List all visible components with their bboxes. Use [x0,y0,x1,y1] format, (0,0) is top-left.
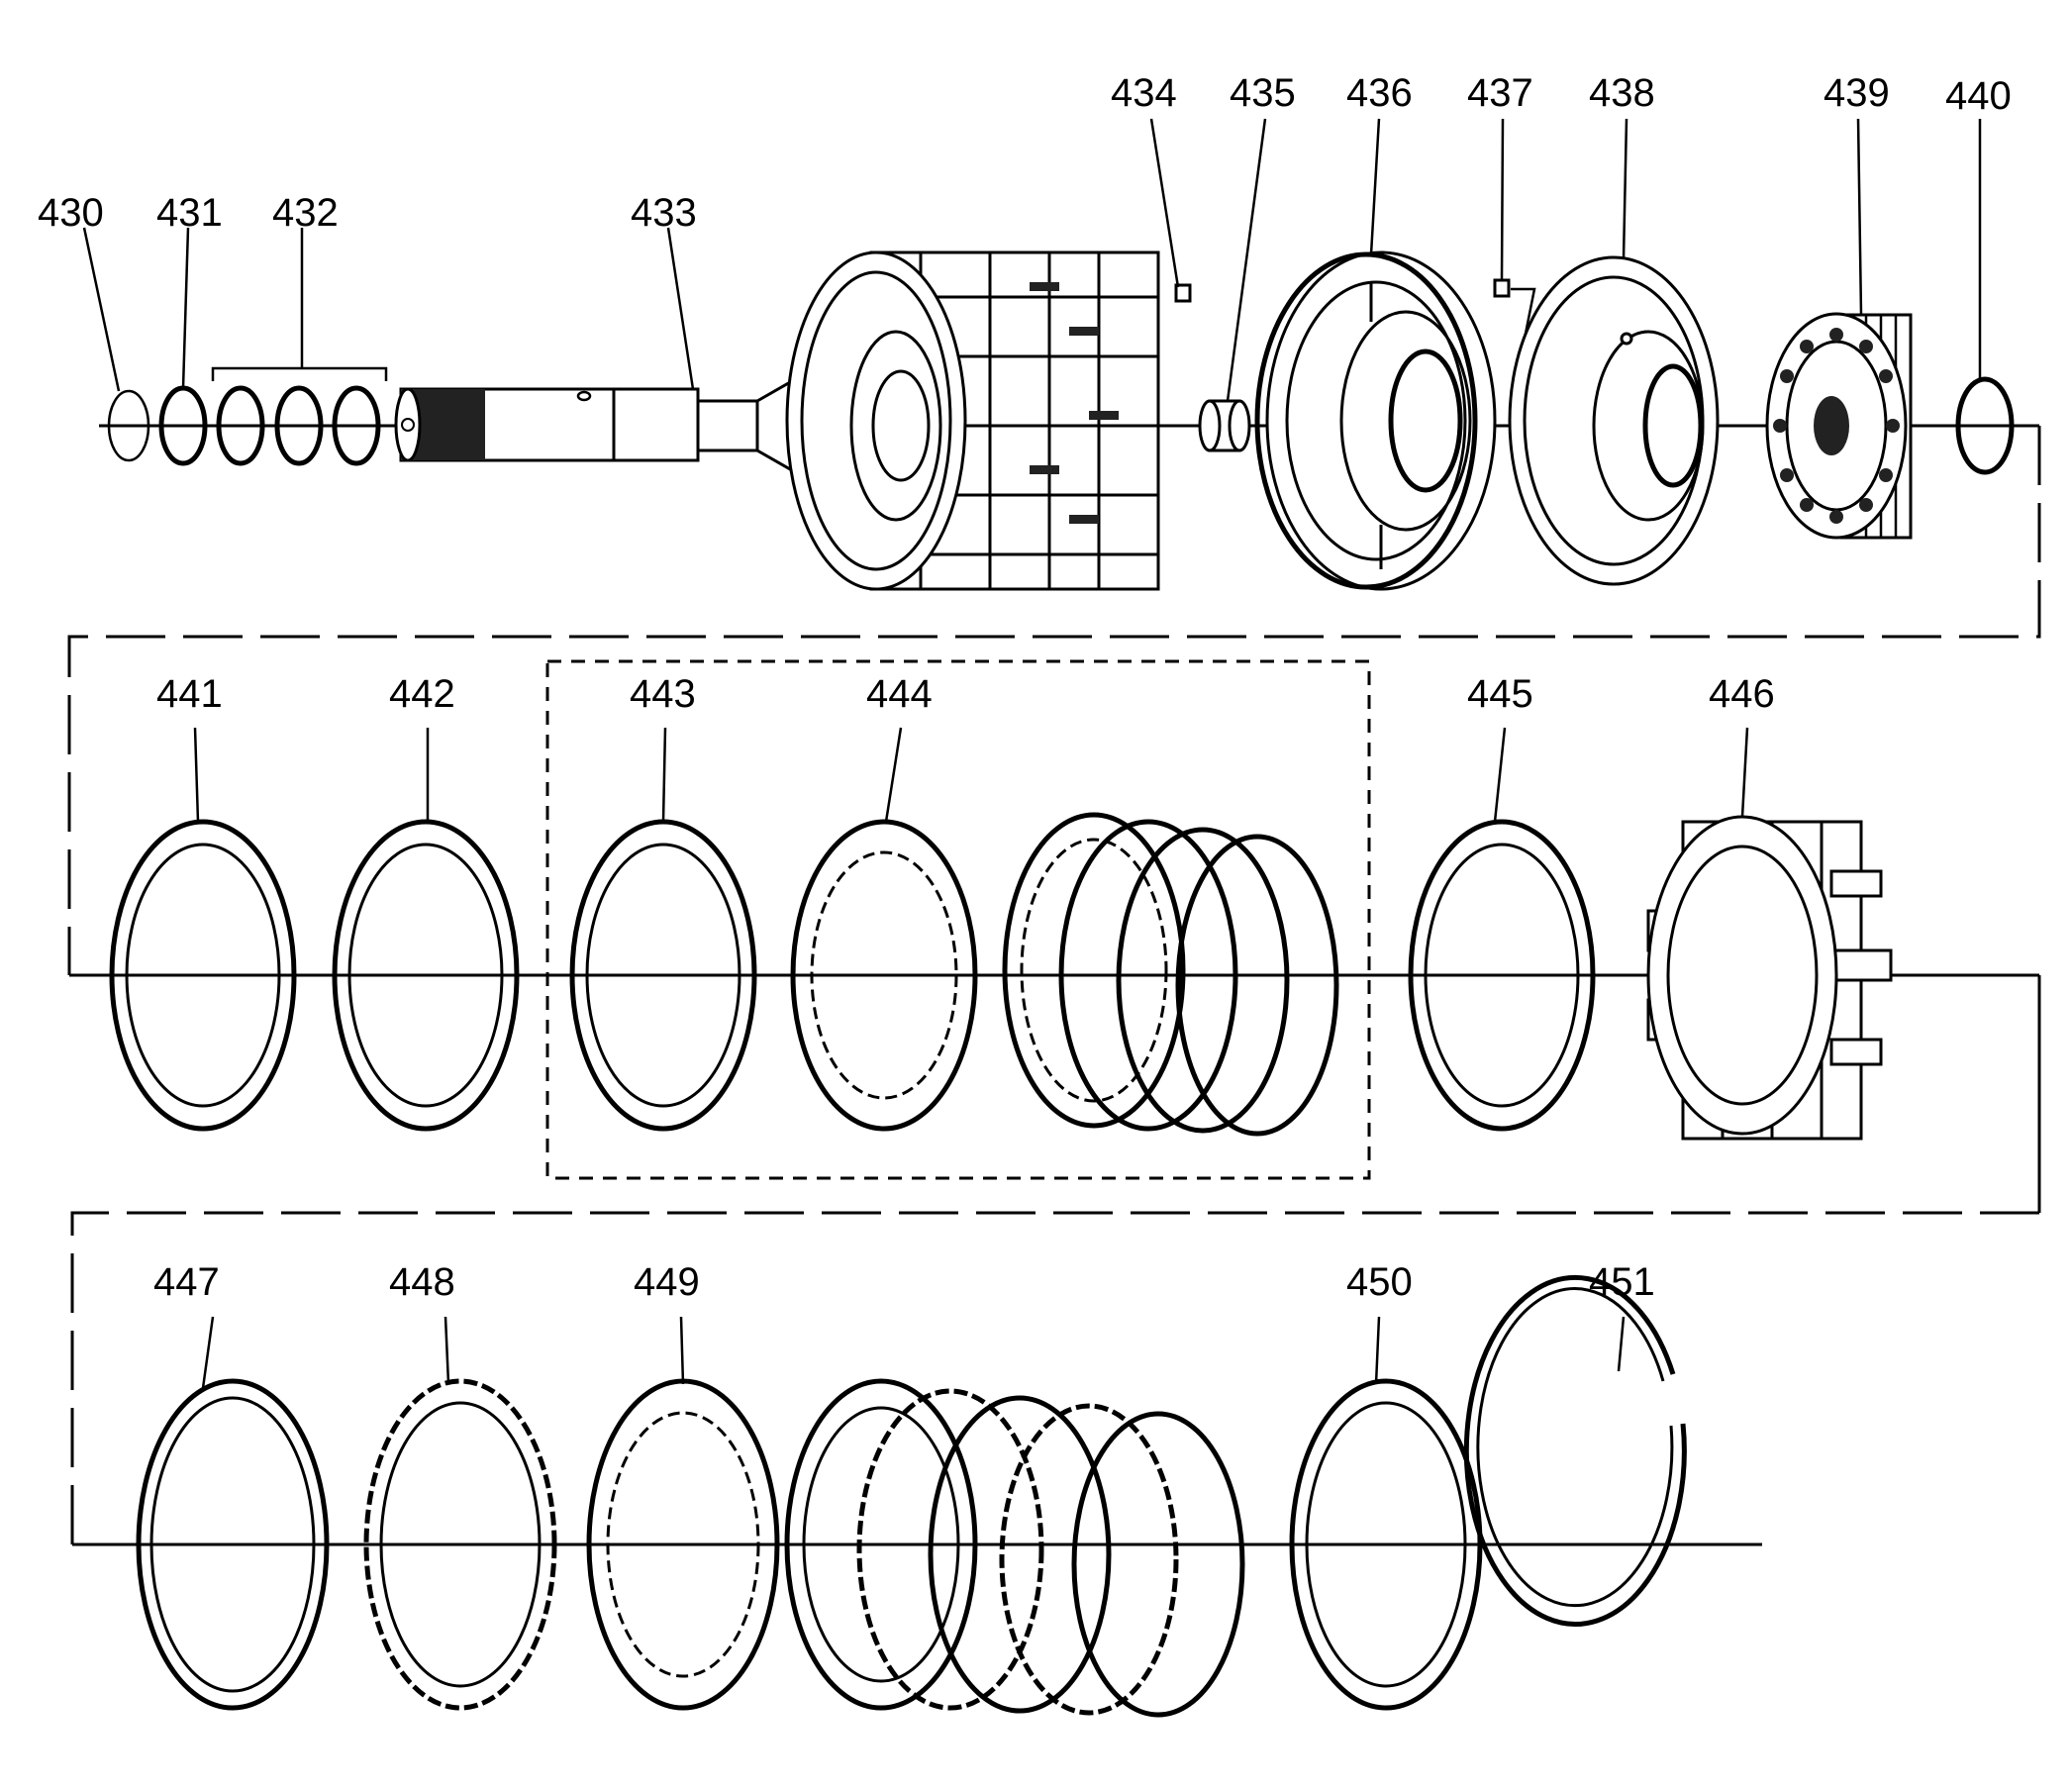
part-442-plate [332,819,520,1132]
callout-450: 450 [1346,1260,1413,1304]
part-450-backing-plate [1289,1378,1483,1711]
part-437-check-ball [1493,278,1511,298]
callout-446: 446 [1709,672,1775,716]
callout-436: 436 [1346,71,1413,115]
connector-row1-row2 [67,426,2041,975]
callout-441: 441 [156,672,223,716]
callout-431: 431 [156,191,223,235]
row-2 [69,659,2041,1213]
callout-448: 448 [389,1260,455,1304]
callout-444: 444 [866,672,933,716]
clutch-pack-stack-2 [784,1378,1245,1718]
callout-439: 439 [1824,71,1890,115]
part-435-bushing [1198,399,1251,452]
callout-435: 435 [1230,71,1296,115]
part-433-clutch-housing [785,250,1160,591]
part-451-snap-ring-inner [1476,1287,1674,1608]
part-446-clutch-hub [1646,815,1893,1141]
callout-430: 430 [38,191,104,235]
part-430-ring [107,389,150,462]
row-3 [72,1275,1762,1718]
row-1-leaders [82,118,1982,402]
part-432-seals [216,385,381,466]
callout-445: 445 [1467,672,1533,716]
callout-437: 437 [1467,71,1533,115]
callout-433: 433 [631,191,697,235]
row-1 [99,250,2039,591]
connector-row2-row3 [70,1211,2039,1544]
part-440-snap-ring [1955,376,2015,475]
clutch-pack-stack-1 [1002,812,1339,1137]
callout-442: 442 [389,672,455,716]
part-441-plate [109,819,297,1132]
part-448-steel-plate [363,1378,557,1711]
part-445-plate [1408,819,1596,1132]
part-438-spring-retainer [1508,255,1720,586]
callout-432: 432 [272,191,339,235]
row-3-leaders [201,1316,1626,1389]
part-447-pressure-plate [136,1378,330,1711]
callout-449: 449 [634,1260,700,1304]
callout-440: 440 [1945,74,2012,118]
callout-434: 434 [1111,71,1177,115]
clutch-kit-box [545,659,1371,1180]
callout-labels: 430 431 432 433 434 435 436 437 438 439 … [38,71,2012,1304]
part-444-fiber-plate [790,819,978,1132]
callout-451: 451 [1589,1260,1655,1304]
part-434-plug [1174,283,1192,303]
callout-443: 443 [630,672,696,716]
callout-447: 447 [153,1260,220,1304]
callout-438: 438 [1589,71,1655,115]
part-436-piston [1254,250,1497,591]
row-2-leaders [193,727,1749,823]
part-439-spring-assembly [1765,312,1913,540]
part-451-snap-ring [1463,1275,1687,1627]
